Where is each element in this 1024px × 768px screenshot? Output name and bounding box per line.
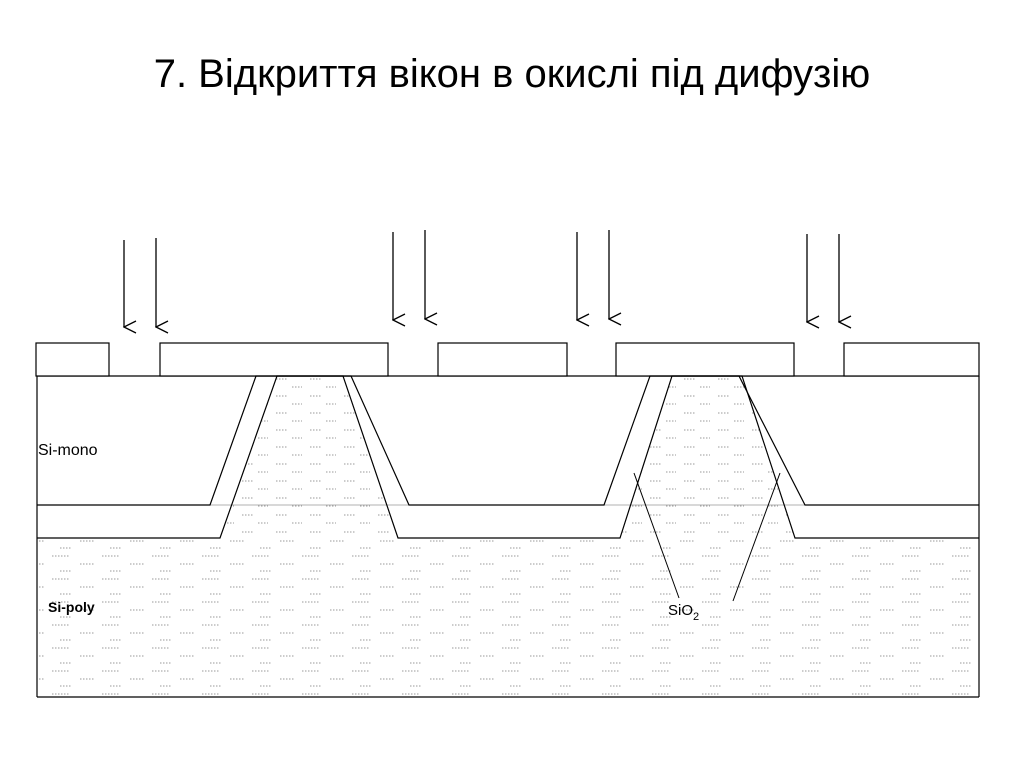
oxide-mask-segment-1 bbox=[35, 342, 110, 377]
oxide-mask-segment-2 bbox=[159, 342, 389, 377]
sio2-label-subscript: 2 bbox=[693, 611, 699, 623]
sio2-label: SiO2 bbox=[668, 602, 699, 623]
sio2-leader-right bbox=[732, 472, 781, 602]
isolation-oxide-inner bbox=[37, 375, 979, 506]
isolation-oxide-outer bbox=[37, 375, 979, 539]
oxide-mask-segment-4 bbox=[615, 342, 795, 377]
si-poly-label: Si-poly bbox=[48, 599, 95, 615]
si-mono-label: Si-mono bbox=[38, 442, 98, 459]
si-poly-region bbox=[37, 540, 979, 697]
poly-grain-left bbox=[220, 376, 398, 538]
oxide-mask-segment-3 bbox=[437, 342, 568, 377]
sio2-label-base: SiO bbox=[668, 602, 693, 619]
oxide-mask-segment-5 bbox=[843, 342, 980, 377]
slide-title: 7. Відкриття вікон в окислі під дифузію bbox=[153, 52, 871, 96]
poly-grain-right bbox=[620, 376, 795, 538]
sio2-leader-left bbox=[633, 472, 680, 599]
